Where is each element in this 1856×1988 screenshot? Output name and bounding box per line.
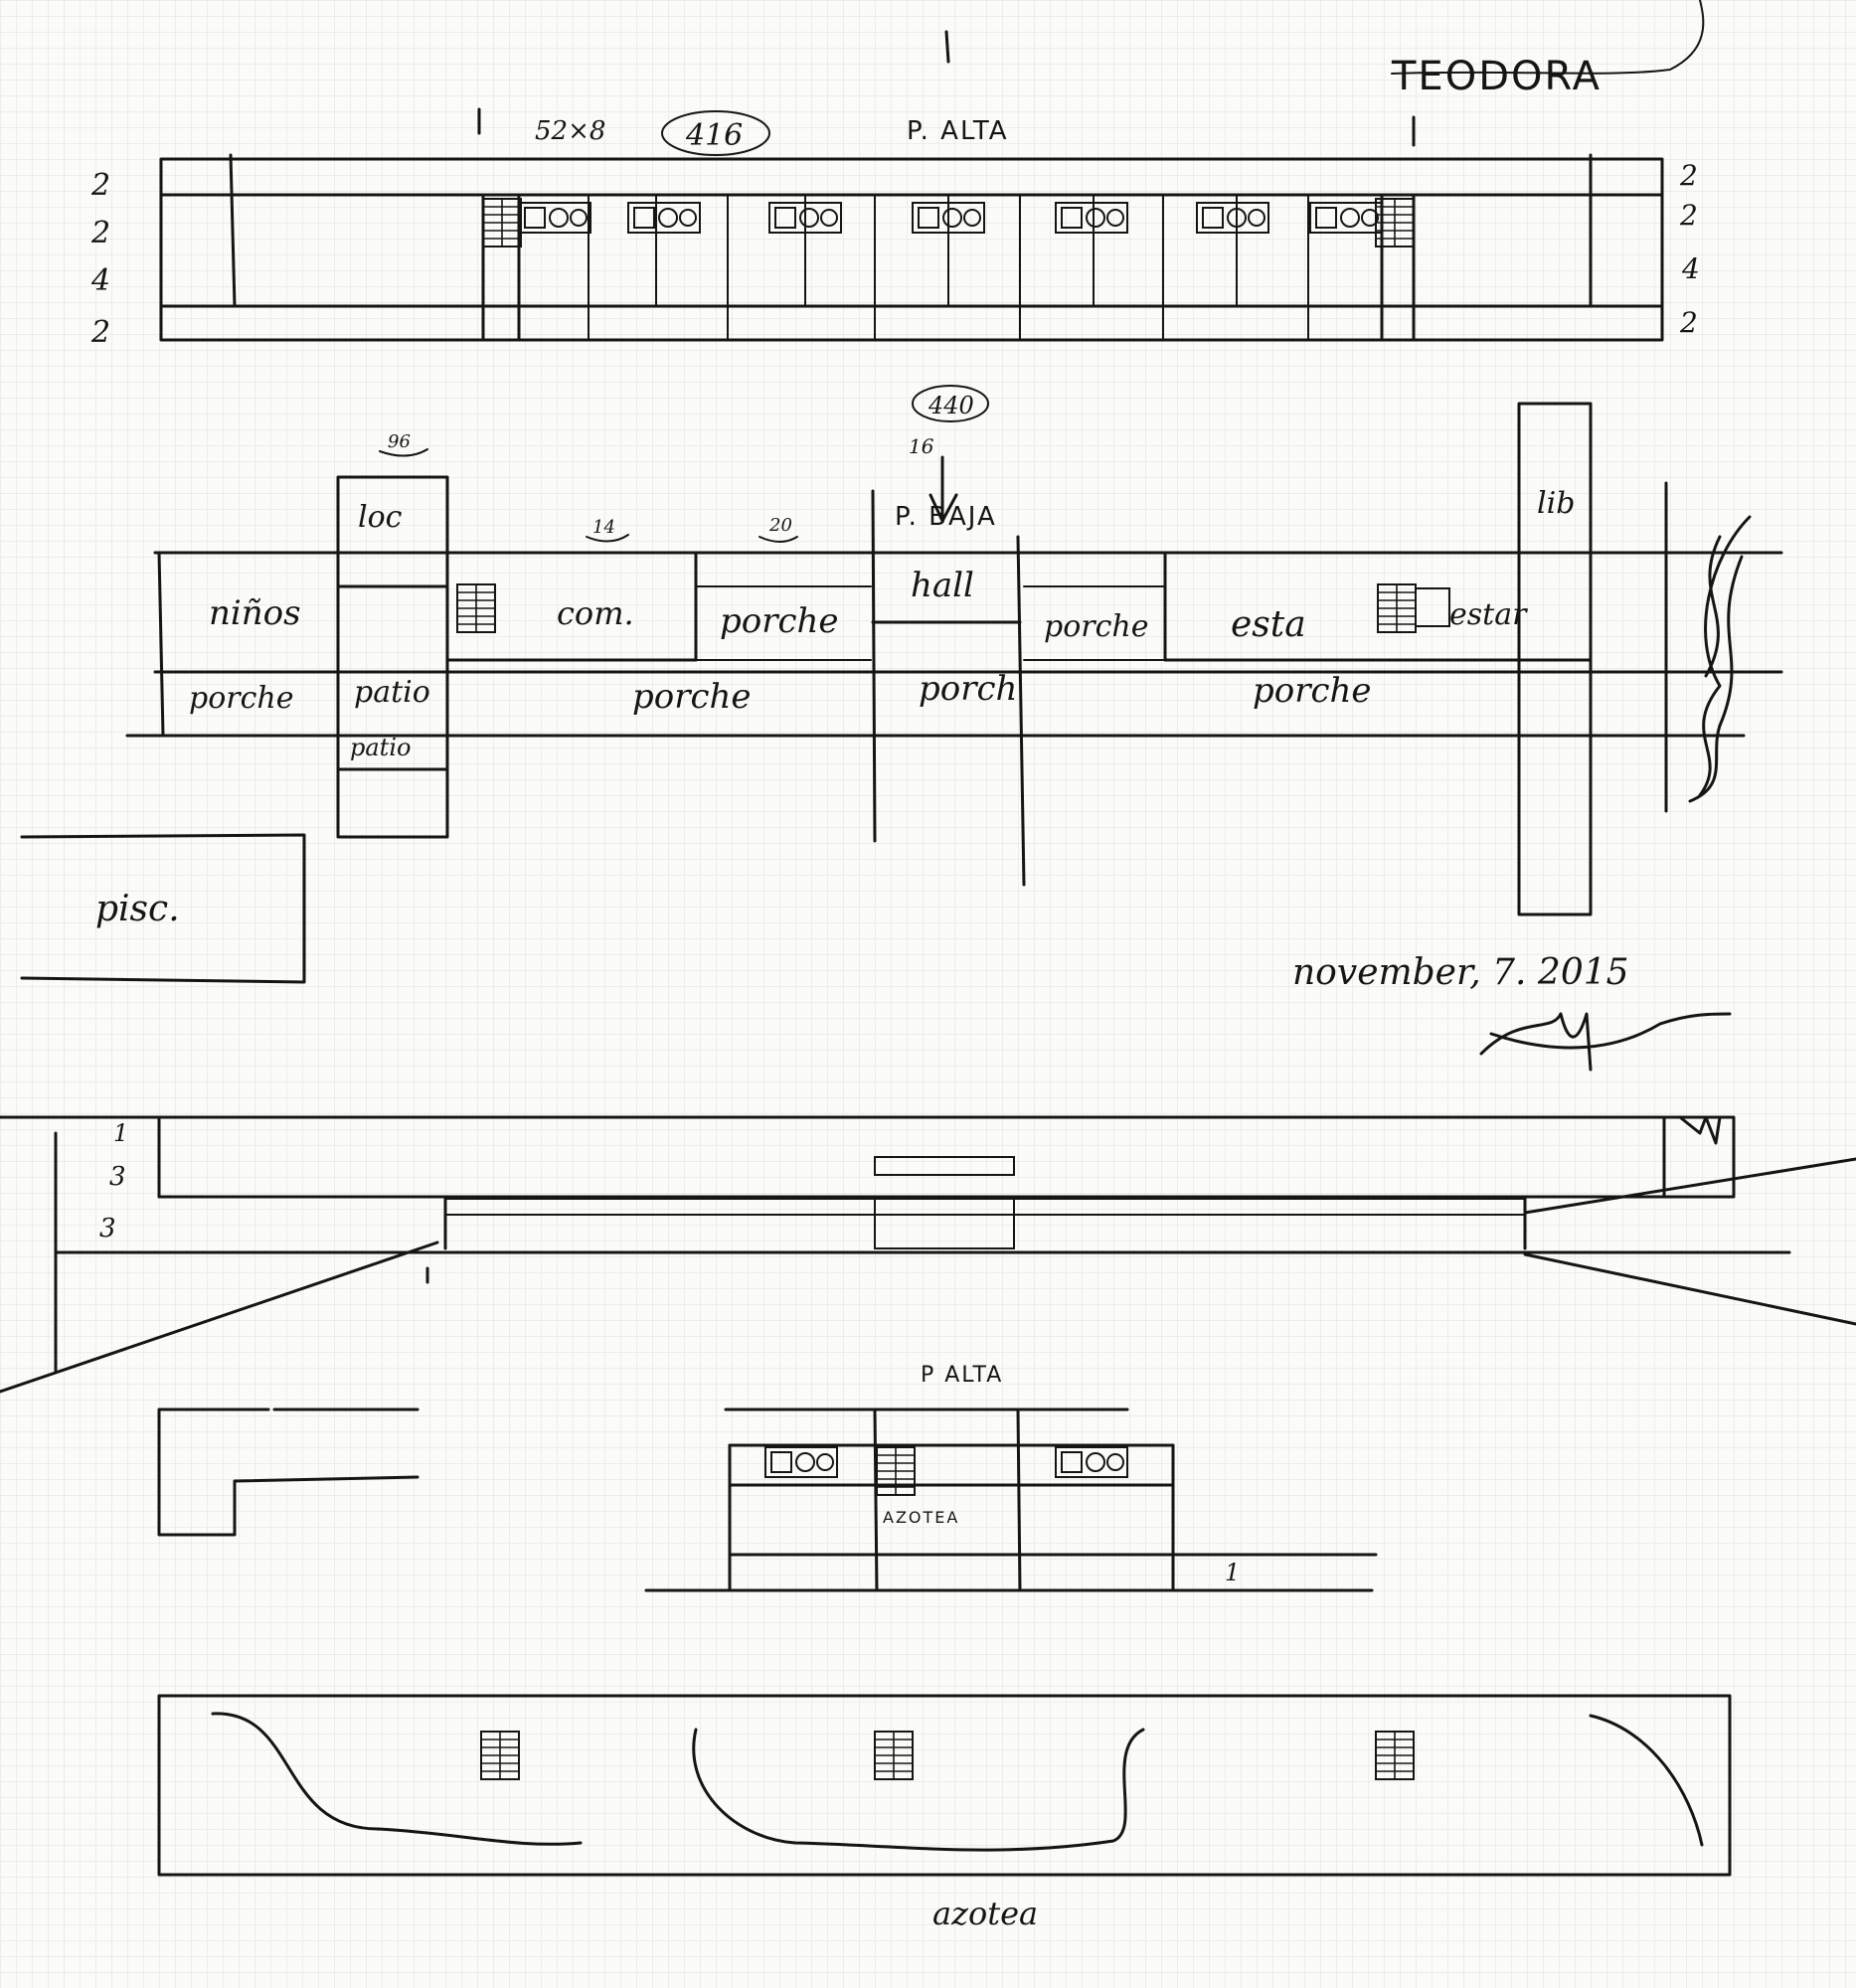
hall-area: 16 [909,434,934,458]
dim-right-1: 2 [1679,159,1698,192]
upper-floor-detail: P ALTA AZOTEA 1 [157,1363,1378,1592]
label-lib: lib [1537,486,1575,521]
plan-dimensions: 52×8 [535,116,605,146]
detail-azotea-label: AZOTEA [883,1508,959,1527]
section-dim-3: 3 [99,1214,116,1243]
signature [1479,1012,1732,1072]
ground-plan-title: P. BAJA [895,502,997,532]
dim-right-2: 2 [1679,199,1698,232]
label-esta: esta [1231,604,1306,645]
ground-area: 440 [928,392,974,419]
label-loc: loc [358,500,403,535]
label-porche-4: porche [632,677,752,717]
upper-floor-plan: 52×8 416 P. ALTA [90,107,1700,350]
roof-plan: azotea [157,1694,1732,1932]
dim-left-2: 2 [90,216,110,250]
label-estar: estar [1449,597,1528,632]
label-com: com. [557,594,634,632]
dim-right-3: 4 [1681,252,1700,285]
roof-label: azotea [932,1895,1038,1932]
label-porch: porch [919,669,1017,709]
label-porche-1: porche [720,601,839,641]
label-ninos: niños [209,593,301,633]
detail-number: 1 [1225,1559,1240,1586]
label-patio-2: patio [350,734,411,761]
ground-floor-plan: 440 16 96 14 20 P. BAJA loc niños [20,385,1783,984]
dim-left-4: 2 [90,315,110,350]
label-pisc: pisc. [95,889,180,929]
ground-area-circle [912,385,989,422]
upper-plan-title: P. ALTA [907,116,1009,146]
label-patio-1: patio [354,675,430,710]
dim-left-1: 2 [90,168,110,203]
sketch-date: november, 7. 2015 [1292,952,1629,993]
label-hall: hall [911,566,974,605]
area-circle [661,110,770,156]
dim-right-4: 2 [1679,306,1698,339]
label-porche-2: porche [1044,609,1148,644]
title-swoosh [1391,0,1705,75]
project-name: TEODORA [1391,54,1602,99]
building-section: 1 3 3 [0,1115,1856,1394]
porche-area: 20 [768,515,792,536]
label-porche-5: porche [1253,671,1372,711]
section-dim-2: 3 [109,1162,126,1192]
com-area: 14 [592,517,615,538]
loc-area: 96 [388,431,411,452]
upper-area: 416 [685,118,743,153]
detail-title: P ALTA [921,1363,1003,1388]
tree-scribble [1688,515,1752,803]
axis-mark [944,30,950,64]
section-dim-1: 1 [113,1119,128,1147]
pool-outline [20,833,306,984]
label-porche-3: porche [189,681,293,716]
dim-left-3: 4 [90,263,110,298]
